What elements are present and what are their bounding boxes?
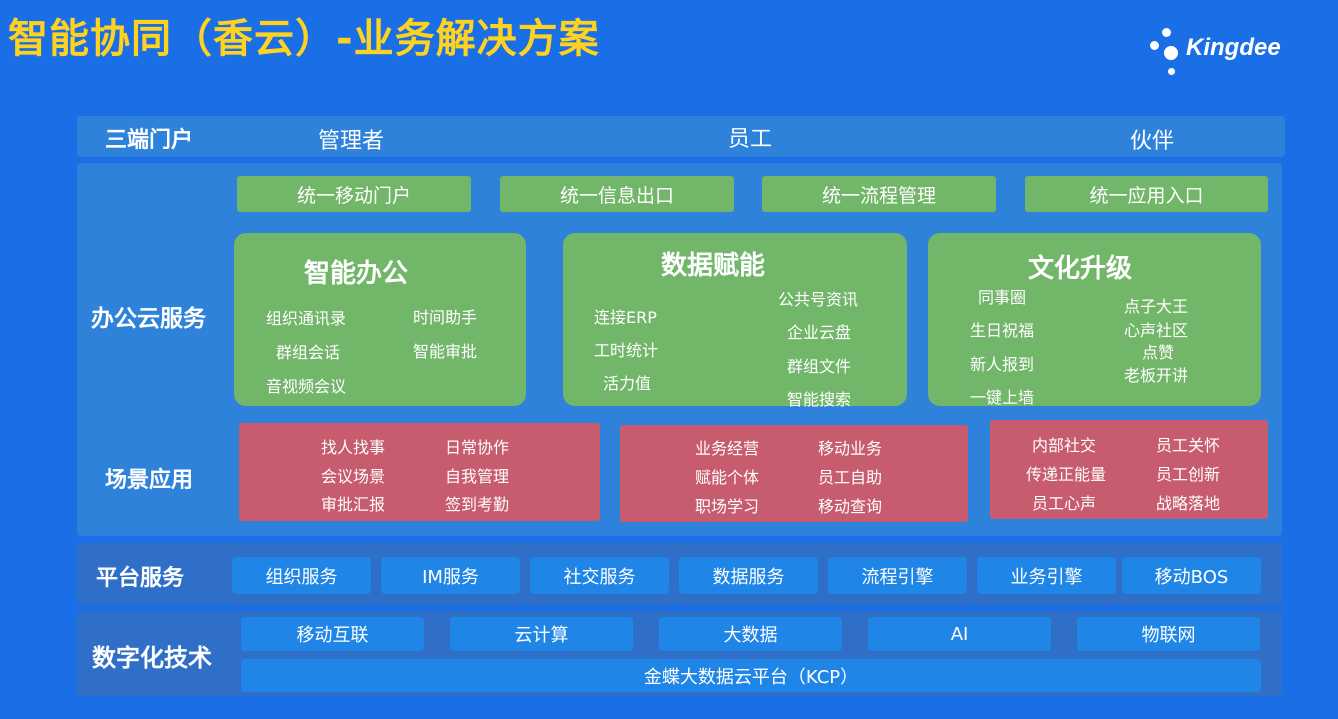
logo-text: Kingdee xyxy=(1186,34,1281,61)
kcp-platform: 金蝶大数据云平台（KCP） xyxy=(241,659,1261,692)
tech-item: 云计算 xyxy=(450,617,633,651)
tech-item: 物联网 xyxy=(1077,617,1260,651)
card-item: 生日祝福 xyxy=(970,321,1035,340)
platform-service: 数据服务 xyxy=(679,557,818,594)
unified-bar: 统一应用入口 xyxy=(1025,176,1268,212)
role-employee: 员工 xyxy=(728,127,773,152)
scene-card: 内部社交 员工关怀 传递正能量 员工创新 员工心声 战略落地 xyxy=(990,420,1268,519)
card-item: 工时统计 xyxy=(594,341,659,360)
unified-bar: 统一移动门户 xyxy=(237,176,471,212)
office-label: 办公云服务 xyxy=(91,306,206,332)
card-item: 新人报到 xyxy=(970,355,1035,374)
digital-label: 数字化技术 xyxy=(92,644,212,672)
scene-card: 业务经营 移动业务 赋能个体 员工自助 职场学习 移动查询 xyxy=(620,425,968,522)
platform-service: 组织服务 xyxy=(232,557,371,594)
platform-label: 平台服务 xyxy=(96,566,185,591)
scene-item: 审批汇报 xyxy=(321,495,386,514)
unified-bar: 统一信息出口 xyxy=(500,176,734,212)
logo-dot-icon xyxy=(1168,68,1175,75)
platform-service: 社交服务 xyxy=(530,557,669,594)
scene-item: 签到考勤 xyxy=(445,495,510,514)
scene-item: 员工心声 xyxy=(1032,494,1097,513)
role-manager: 管理者 xyxy=(318,129,385,154)
scene-item: 业务经营 xyxy=(695,439,760,458)
scene-item: 员工创新 xyxy=(1156,465,1221,484)
card-item: 时间助手 xyxy=(413,308,478,327)
card-item: 连接ERP xyxy=(594,308,657,327)
platform-service: 流程引擎 xyxy=(828,557,967,594)
unified-bar: 统一流程管理 xyxy=(762,176,996,212)
card-item: 活力值 xyxy=(603,374,652,393)
tech-item: 移动互联 xyxy=(241,617,424,651)
kingdee-logo: Kingdee xyxy=(1150,28,1310,78)
card-item: 组织通讯录 xyxy=(266,309,347,328)
card-title: 文化升级 xyxy=(1028,254,1133,284)
platform-service: 移动BOS xyxy=(1122,557,1261,594)
portal-band xyxy=(77,116,1285,157)
portal-label: 三端门户 xyxy=(105,128,194,153)
card-item: 老板开讲 xyxy=(1124,366,1189,385)
scene-card: 找人找事 日常协作 会议场景 自我管理 审批汇报 签到考勤 xyxy=(239,423,600,521)
scene-item: 战略落地 xyxy=(1156,494,1221,513)
card-item: 公共号资讯 xyxy=(778,290,859,309)
scene-item: 职场学习 xyxy=(695,497,760,516)
scene-item: 员工自助 xyxy=(818,468,883,487)
office-card: 数据赋能 公共号资讯 连接ERP 企业云盘 工时统计 群组文件 活力值 智能搜索 xyxy=(563,233,907,409)
scene-item: 移动业务 xyxy=(818,439,883,458)
card-item: 一键上墙 xyxy=(970,388,1035,407)
scene-item: 内部社交 xyxy=(1032,436,1097,455)
card-title: 数据赋能 xyxy=(661,251,766,281)
page-title: 智能协同（香云）-业务解决方案 xyxy=(8,16,600,62)
scene-item: 找人找事 xyxy=(321,438,386,457)
card-item: 同事圈 xyxy=(978,288,1027,307)
card-item: 心声社区 xyxy=(1124,321,1189,340)
office-card: 文化升级 同事圈 点子大王 生日祝福 心声社区 点赞 新人报到 老板开讲 一键上… xyxy=(928,233,1261,407)
logo-dot-icon xyxy=(1164,46,1178,60)
scene-item: 自我管理 xyxy=(445,467,510,486)
platform-service: 业务引擎 xyxy=(977,557,1116,594)
logo-dot-icon xyxy=(1150,41,1159,50)
card-item: 智能审批 xyxy=(413,342,478,361)
card-item: 点子大王 xyxy=(1124,297,1189,316)
card-item: 点赞 xyxy=(1142,343,1175,362)
card-item: 群组文件 xyxy=(787,357,852,376)
platform-service: IM服务 xyxy=(381,557,520,594)
scene-item: 日常协作 xyxy=(445,438,510,457)
scene-label: 场景应用 xyxy=(105,468,194,493)
scene-item: 移动查询 xyxy=(818,497,883,516)
card-item: 群组会话 xyxy=(276,343,341,362)
card-item: 音视频会议 xyxy=(266,377,347,396)
scene-item: 员工关怀 xyxy=(1156,436,1221,455)
scene-item: 传递正能量 xyxy=(1026,465,1107,484)
logo-dot-icon xyxy=(1162,28,1171,37)
office-card: 智能办公 组织通讯录 时间助手 群组会话 智能审批 音视频会议 xyxy=(234,233,526,406)
role-partner: 伙伴 xyxy=(1130,129,1175,154)
tech-item: 大数据 xyxy=(659,617,842,651)
card-item: 企业云盘 xyxy=(787,323,852,342)
card-title: 智能办公 xyxy=(304,259,409,289)
tech-item: AI xyxy=(868,617,1051,651)
scene-item: 会议场景 xyxy=(321,467,386,486)
card-item: 智能搜索 xyxy=(787,390,852,409)
scene-item: 赋能个体 xyxy=(695,468,760,487)
